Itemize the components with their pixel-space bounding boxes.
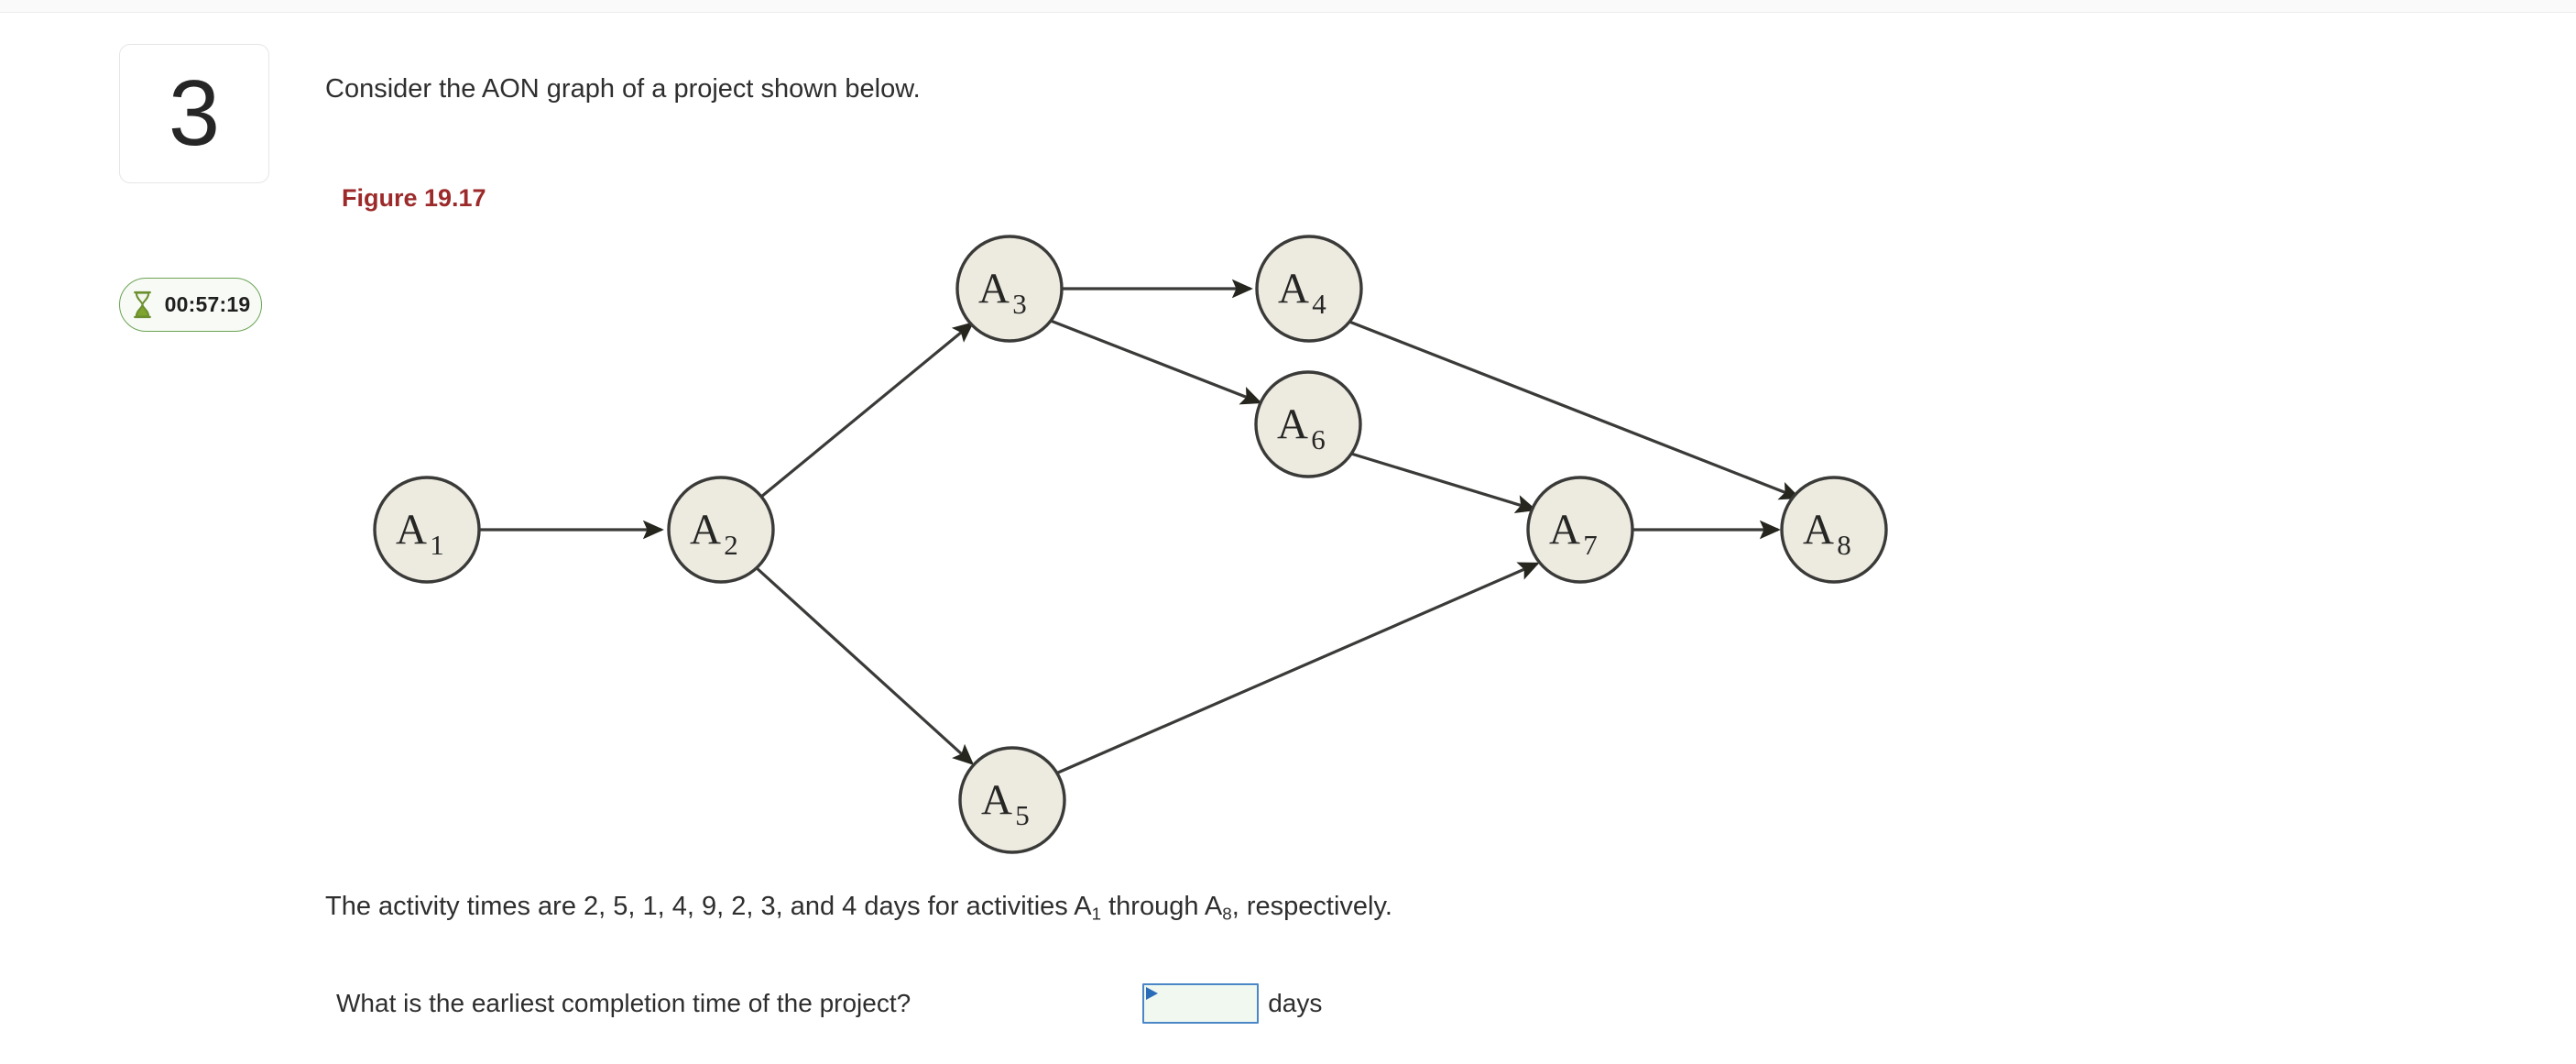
answer-unit-label: days — [1268, 989, 1323, 1017]
node-a5-sub: 5 — [1015, 799, 1030, 831]
node-a3-label: A — [978, 265, 1010, 313]
answer-input[interactable] — [1142, 983, 1260, 1024]
edge-a2-a5 — [754, 565, 975, 765]
graph-edges — [479, 279, 1801, 774]
times-before: The activity times are 2, 5, 1, 4, 9, 2,… — [325, 892, 1092, 921]
node-a6-label: A — [1277, 400, 1308, 448]
node-a7: A 7 — [1526, 476, 1634, 584]
node-a1: A 1 — [373, 476, 481, 584]
node-a8: A 8 — [1780, 476, 1888, 584]
edge-a3-a6 — [1050, 319, 1262, 405]
answer-input-wrapper — [1142, 983, 1260, 1024]
timer-value: 00:57:19 — [164, 292, 251, 316]
graph-nodes: A 1 A 2 A 3 A 4 — [373, 235, 1888, 854]
node-a4-label: A — [1278, 265, 1309, 313]
node-a3: A 3 — [955, 235, 1064, 343]
top-bar — [0, 0, 2576, 13]
edge-a2-a3 — [759, 322, 975, 499]
node-a3-sub: 3 — [1012, 288, 1027, 320]
node-a5: A 5 — [958, 746, 1066, 854]
times-sub-8: 8 — [1222, 904, 1232, 924]
node-a8-sub: 8 — [1837, 529, 1851, 561]
node-a5-label: A — [981, 776, 1012, 824]
times-after: , respectively. — [1231, 892, 1392, 921]
node-a2-label: A — [690, 506, 721, 554]
answer-row: What is the earliest completion time of … — [336, 983, 1322, 1024]
node-a6: A 6 — [1254, 370, 1362, 478]
hourglass-icon — [131, 291, 154, 319]
figure-label: Figure 19.17 — [342, 184, 486, 212]
answer-question-text: What is the earliest completion time of … — [336, 989, 911, 1017]
times-middle: through A — [1101, 892, 1223, 921]
question-number: 3 — [168, 61, 221, 165]
node-a2-sub: 2 — [724, 529, 738, 561]
node-a7-sub: 7 — [1583, 529, 1598, 561]
edge-a6-a7 — [1350, 452, 1537, 514]
timer-pill: 00:57:19 — [119, 278, 262, 332]
aon-graph-svg: A 1 A 2 A 3 A 4 — [373, 235, 1888, 854]
intro-text: Consider the AON graph of a project show… — [325, 74, 921, 104]
node-a8-label: A — [1803, 506, 1834, 554]
node-a6-sub: 6 — [1311, 423, 1326, 455]
activity-times-text: The activity times are 2, 5, 1, 4, 9, 2,… — [325, 892, 1392, 924]
left-rail: 3 00:57:19 — [0, 12, 321, 1064]
node-a1-sub: 1 — [430, 529, 444, 561]
node-a4: A 4 — [1255, 235, 1363, 343]
edge-a5-a7 — [1057, 562, 1540, 774]
aon-graph: A 1 A 2 A 3 A 4 — [325, 225, 1937, 884]
node-a2: A 2 — [667, 476, 775, 584]
node-a4-sub: 4 — [1312, 288, 1326, 320]
node-a1-label: A — [396, 506, 427, 554]
edge-a4-a8 — [1348, 320, 1801, 500]
times-sub-1: 1 — [1091, 904, 1102, 924]
node-a7-label: A — [1549, 506, 1580, 554]
question-number-card: 3 — [119, 44, 269, 183]
